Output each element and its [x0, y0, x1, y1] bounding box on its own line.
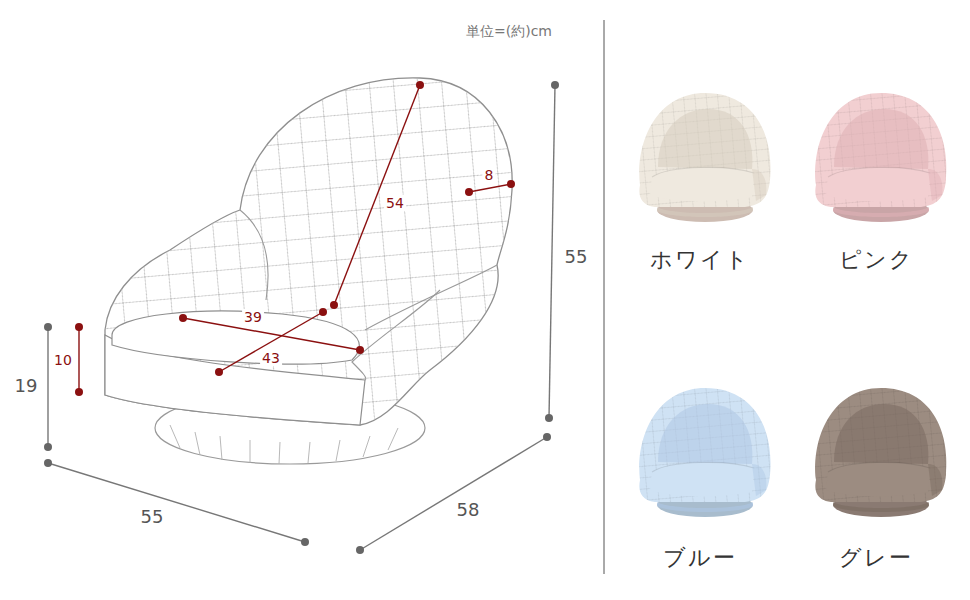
dot [75, 323, 83, 331]
colour-name: ホワイト [650, 247, 750, 272]
seat-cushion [112, 311, 359, 364]
thickness-line [469, 184, 511, 192]
dot [301, 538, 309, 546]
seat-height-line [47, 327, 48, 447]
seat-depth-line [219, 312, 323, 372]
dot [507, 180, 515, 188]
dot [319, 308, 327, 316]
dot [545, 414, 553, 422]
inner-dimension-lines [79, 85, 511, 392]
chair-silhouette [105, 78, 512, 425]
inner-dimension-dots [75, 81, 515, 396]
dot [44, 443, 52, 451]
dot [356, 546, 364, 554]
dot [75, 388, 83, 396]
back-height-line [334, 85, 420, 305]
base-height-line [78, 327, 79, 392]
dot [356, 346, 364, 354]
dimension-lines [48, 85, 555, 550]
seat-width-line [183, 318, 360, 350]
dot [44, 459, 52, 467]
dimension-value: 39 [242, 309, 264, 325]
width-line [48, 463, 305, 542]
depth-line [360, 437, 547, 550]
dot [215, 368, 223, 376]
arm-inner [352, 290, 440, 380]
dimension-value: 55 [565, 247, 588, 268]
grey-chair [815, 388, 946, 517]
dimension-value: 19 [15, 376, 38, 397]
dimension-value: 55 [141, 507, 164, 528]
divider [604, 20, 605, 574]
colour-name: ピンク [839, 247, 914, 272]
dot [543, 433, 551, 441]
dimension-dots [44, 81, 559, 554]
pink-chair [815, 93, 946, 222]
colour-name: ブルー [663, 545, 737, 570]
dimension-value: 43 [260, 350, 282, 366]
quilting [105, 78, 512, 425]
dot [465, 188, 473, 196]
blue-chair [639, 388, 770, 517]
dot [179, 314, 187, 322]
back-seam [240, 210, 268, 300]
height-line [549, 85, 555, 418]
white-chair [639, 93, 770, 222]
base-ribs [170, 425, 398, 464]
dot [330, 301, 338, 309]
colour-name: グレー [839, 545, 913, 570]
dimension-value: 10 [54, 352, 72, 368]
dot [44, 323, 52, 331]
chair-line-drawing [105, 78, 512, 425]
dot [416, 81, 424, 89]
dimension-value: 8 [483, 167, 496, 183]
dimension-value: 58 [457, 500, 480, 521]
unit-note: 単位=(約)cm [466, 23, 552, 39]
dot [551, 81, 559, 89]
dimension-value: 54 [384, 195, 406, 211]
